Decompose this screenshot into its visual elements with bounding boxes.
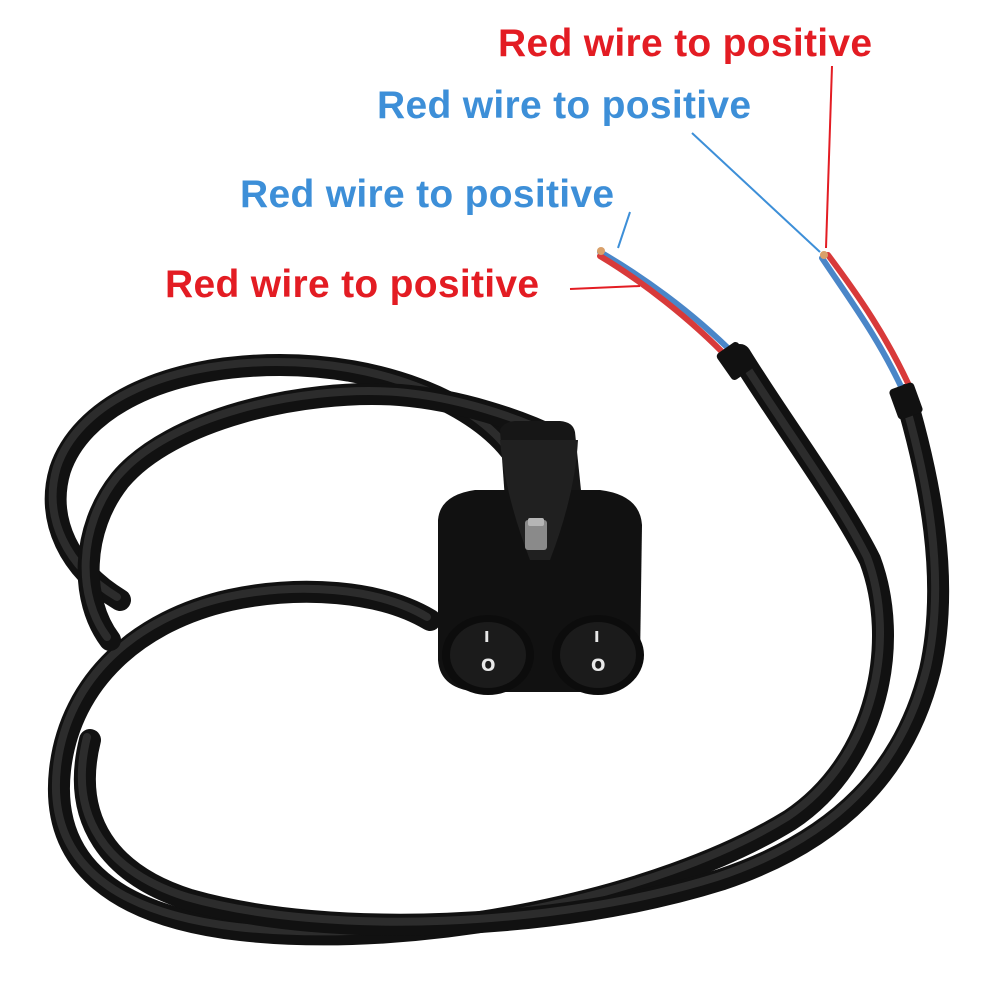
wire-label-top-red: Red wire to positive (498, 22, 873, 65)
right-switch-off-mark: O (591, 656, 606, 676)
callout-lines (569, 65, 833, 290)
cable-sleeve-ends (716, 342, 923, 420)
switch-housing (438, 421, 644, 695)
wire-label-bottom-red: Red wire to positive (165, 263, 540, 306)
left-wire-pair (597, 247, 738, 363)
wire-label-lower-blue: Red wire to positive (240, 173, 615, 216)
left-switch-on-mark: I (484, 628, 490, 646)
right-wire-pair (819, 251, 915, 398)
right-switch-on-mark: I (594, 628, 600, 646)
left-switch-off-mark: O (481, 656, 496, 676)
black-cable (44, 344, 950, 946)
wire-label-upper-blue: Red wire to positive (377, 84, 752, 127)
mounting-screw (525, 520, 547, 550)
